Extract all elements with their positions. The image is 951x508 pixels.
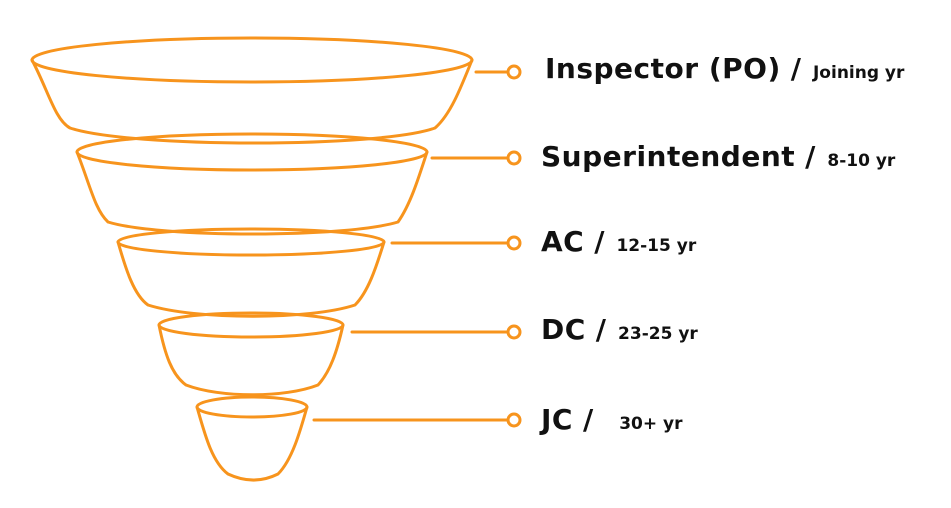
funnel-tier-3 [116,227,386,318]
funnel-tier-1 [30,36,474,145]
rank-name: DC [541,313,586,346]
years-text: 12-15 yr [616,236,697,256]
years-text: Joining yr [812,63,905,83]
years-text: 8-10 yr [827,151,896,171]
funnel-tier-5 [195,395,309,482]
level-label-4: DC / 23-25 yr [541,313,698,346]
connector-2 [430,150,522,166]
level-label-1: Inspector (PO) / Joining yr [545,52,904,85]
years-text: 23-25 yr [618,324,698,344]
connector-4 [350,324,522,340]
separator: / [790,52,801,85]
separator: / [595,313,607,346]
rank-name: JC [541,403,573,436]
rank-name: Inspector (PO) [545,52,781,85]
separator: / [594,225,605,258]
connector-5 [312,412,522,428]
separator: / [582,403,594,436]
years-text: 30+ yr [619,414,683,434]
level-label-2: Superintendent / 8-10 yr [541,140,895,173]
connector-3 [390,235,522,251]
rank-name: AC [541,225,585,258]
funnel-tier-4 [157,311,345,397]
level-label-3: AC / 12-15 yr [541,225,696,258]
level-label-5: JC / 30+ yr [541,403,683,436]
separator: / [805,140,816,173]
connector-1 [474,64,522,80]
funnel-tier-2 [75,132,429,236]
rank-name: Superintendent [541,140,796,173]
